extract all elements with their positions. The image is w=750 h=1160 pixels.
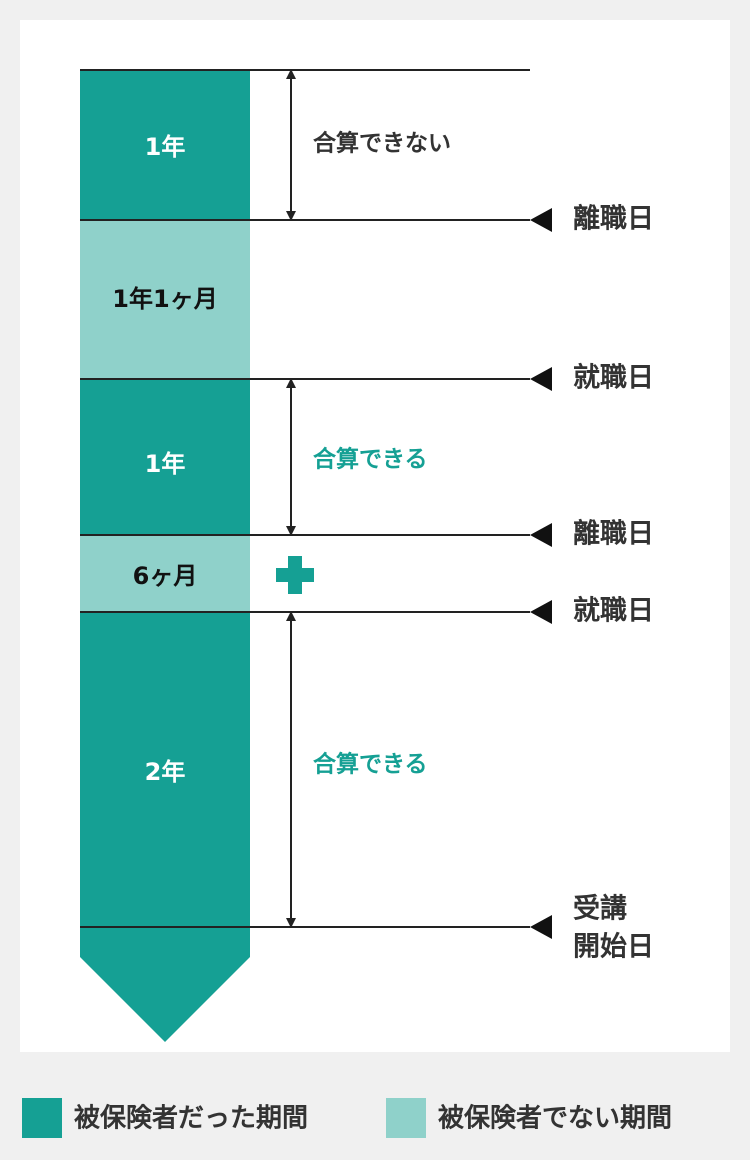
date-label-2: 就職日 [573,363,654,394]
legend-label-insured: 被保険者だった期間 [74,1103,308,1134]
segment-5-label: 2年 [145,758,186,786]
legend-swatch-insured [22,1098,62,1138]
segment-2-bar [80,220,250,379]
segment-1-label: 1年 [145,133,186,161]
pointer-triangle-icon [530,600,552,624]
segment-4-label: 6ヶ月 [133,562,198,590]
span-label-3: 合算できる [313,751,428,778]
segment-5-bar [80,612,250,1042]
span-label-2: 合算できる [313,446,428,473]
date-label-4: 就職日 [573,596,654,627]
segment-2-label: 1年1ヶ月 [112,285,217,313]
date-label-1: 離職日 [573,203,654,235]
legend-swatch-uninsured [386,1098,426,1138]
date-label-5-line2: 開始日 [573,931,654,963]
segment-3-bar [80,379,250,535]
segment-3-label: 1年 [145,450,186,478]
pointer-triangle-icon [530,367,552,391]
segment-1-bar [80,70,250,220]
legend-label-uninsured: 被保険者でない期間 [438,1103,672,1134]
date-label-3: 離職日 [573,518,654,550]
span-label-1: 合算できない [313,130,451,157]
plus-icon [276,556,314,594]
pointer-triangle-icon [530,523,552,547]
pointer-triangle-icon [530,915,552,939]
legend: 被保険者だった期間 被保険者でない期間 [22,1098,672,1138]
segment-4-bar [80,535,250,612]
date-label-5-line1: 受講 [573,893,627,925]
pointer-triangle-icon [530,208,552,232]
